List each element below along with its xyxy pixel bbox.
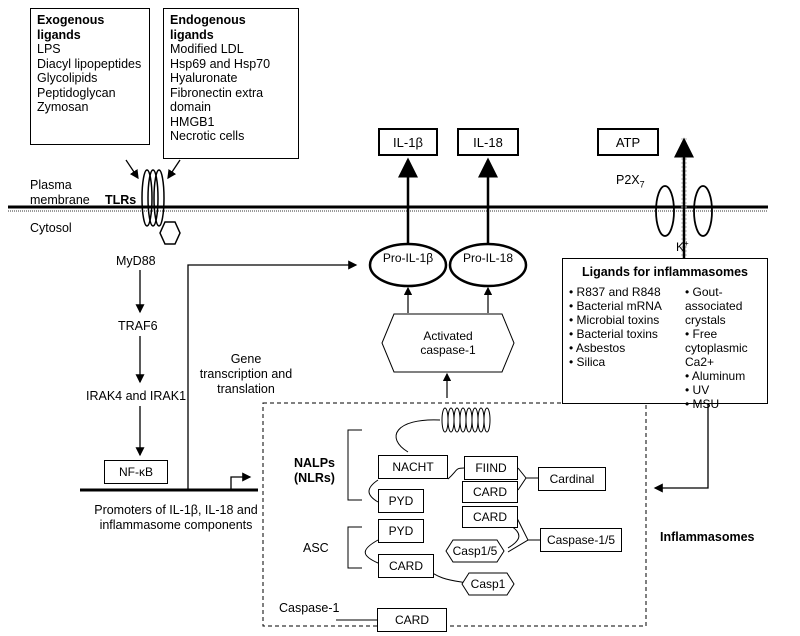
endogenous-item: Necrotic cells: [170, 129, 245, 143]
myd88-label: MyD88: [116, 254, 156, 268]
nacht-box: NACHT: [378, 455, 448, 479]
pro-il18-label: Pro-IL-18: [462, 251, 514, 265]
ligand-item: Aluminum: [685, 369, 767, 383]
caspase15-connector: [507, 511, 540, 553]
nalps-bracket: [347, 429, 362, 501]
ligand-item: Bacterial toxins: [569, 327, 685, 341]
endogenous-item: Hsp69 and Hsp70: [170, 56, 271, 71]
asc-label: ASC: [303, 541, 329, 555]
nacht-pyd-link: [368, 479, 379, 503]
casp15-label: Casp1/5: [452, 544, 498, 558]
ligand-item: Bacterial mRNA: [569, 299, 685, 313]
cardinal-connector: [517, 467, 538, 491]
traf6-label: TRAF6: [118, 319, 158, 333]
tlrs-label: TLRs: [105, 193, 137, 207]
exogenous-item: Glycolipids: [37, 71, 98, 85]
plasma-membrane-label: Plasma membrane: [30, 178, 90, 207]
promoters-label: Promoters of IL-1β, IL-18 and inflammaso…: [94, 503, 258, 532]
cardinal-box: Cardinal: [538, 467, 606, 491]
ligand-item: UV: [685, 383, 767, 397]
inflammasome-box: [262, 402, 647, 627]
inflammasome-ligands-title: Ligands for inflammasomes: [581, 265, 748, 279]
cytosol-label: Cytosol: [30, 221, 72, 235]
nalp-card-box: CARD: [462, 481, 518, 503]
exogenous-ligands-box: Exogenous ligands LPS Diacyl lipopeptide…: [30, 8, 150, 145]
gene-transcription-label: Gene transcription and translation: [199, 352, 293, 396]
p2x7-text: P2X: [616, 173, 640, 187]
caspase1-card-box: CARD: [377, 608, 447, 632]
endogenous-item: HMGB1: [170, 114, 215, 129]
endogenous-ligands-box: Endogenous ligands Modified LDL Hsp69 an…: [163, 8, 299, 159]
nfkb-box: NF-κB: [104, 460, 168, 484]
endogenous-item: Fibronectin extra domain: [170, 85, 264, 115]
pro-il1b-label: Pro-IL-1β: [382, 251, 434, 265]
card-casp15-link: [507, 525, 520, 549]
lrr-coil: [441, 407, 491, 433]
inflammasomes-label: Inflammasomes: [660, 530, 755, 544]
ligand-item: Gout-associated crystals: [685, 285, 767, 327]
plasma-membrane: [8, 205, 768, 212]
il1b-box: IL-1β: [378, 128, 438, 156]
gene-transcription-arrow: [187, 260, 358, 490]
pyd-card-link: [364, 539, 379, 564]
pro-il18-ellipse: [448, 242, 528, 288]
ligand-item: R837 and R848: [569, 285, 685, 299]
p2x7-label: P2X7: [616, 173, 645, 193]
p2x7-subscript: 7: [639, 179, 645, 190]
potassium-superscript: +: [684, 239, 689, 248]
exogenous-item: Zymosan: [37, 100, 89, 114]
endogenous-item: Modified LDL: [170, 42, 244, 56]
pro-il1b-ellipse: [368, 242, 448, 288]
nacht-fiind-link: [447, 467, 465, 480]
caspase15-box: Caspase-1/5: [540, 528, 622, 552]
exogenous-item: LPS: [37, 42, 61, 56]
card-box: CARD: [462, 506, 518, 528]
nalp-coiled-link: [395, 419, 441, 453]
exogenous-item: Diacyl lipopeptides: [37, 56, 142, 71]
nalps-label: NALPs (NLRs): [294, 456, 335, 485]
fiind-box: FIIND: [464, 456, 518, 480]
transcription-start-arrow: [230, 472, 252, 490]
atp-box: ATP: [597, 128, 659, 156]
asc-bracket: [347, 526, 362, 569]
irak-label: IRAK4 and IRAK1: [86, 389, 187, 403]
il18-box: IL-18: [457, 128, 519, 156]
potassium-label: K+: [676, 239, 689, 254]
inflammasome-ligands-panel: Ligands for inflammasomes R837 and R848 …: [562, 258, 768, 411]
ligands-to-inflammasome-arrow: [653, 404, 709, 493]
casp15-hexagon: [445, 539, 505, 563]
endogenous-arrow: [167, 159, 181, 180]
ligand-item: MSU: [685, 397, 767, 411]
casp1-hexagon: [461, 572, 515, 596]
activated-caspase-label: Activated caspase-1: [420, 329, 476, 357]
exogenous-title: Exogenous ligands: [37, 13, 105, 42]
ligand-item: Free cytoplasmic Ca2+: [685, 327, 767, 369]
ligand-list-right: Gout-associated crystals Free cytoplasmi…: [685, 285, 767, 411]
p2x7-channel: [655, 137, 713, 258]
ligand-item: Microbial toxins: [569, 313, 685, 327]
exogenous-arrow: [125, 159, 139, 180]
ligand-item: Silica: [569, 355, 685, 369]
casp1-label: Casp1: [470, 577, 506, 591]
caspase1-label: Caspase-1: [279, 601, 340, 615]
activated-caspase-hexagon: [381, 313, 515, 373]
endogenous-title: Endogenous ligands: [170, 13, 246, 42]
nalp-pyd-box: PYD: [378, 489, 424, 513]
endogenous-item: Hyaluronate: [170, 71, 238, 85]
ligand-list-left: R837 and R848 Bacterial mRNA Microbial t…: [569, 285, 685, 411]
tlr-receptor: [141, 169, 181, 245]
asc-card-box: CARD: [378, 554, 434, 578]
asc-pyd-box: PYD: [378, 519, 424, 543]
inflammasome-ligands-columns: R837 and R848 Bacterial mRNA Microbial t…: [563, 285, 767, 411]
ligand-item: Asbestos: [569, 341, 685, 355]
exogenous-item: Peptidoglycan: [37, 85, 116, 100]
